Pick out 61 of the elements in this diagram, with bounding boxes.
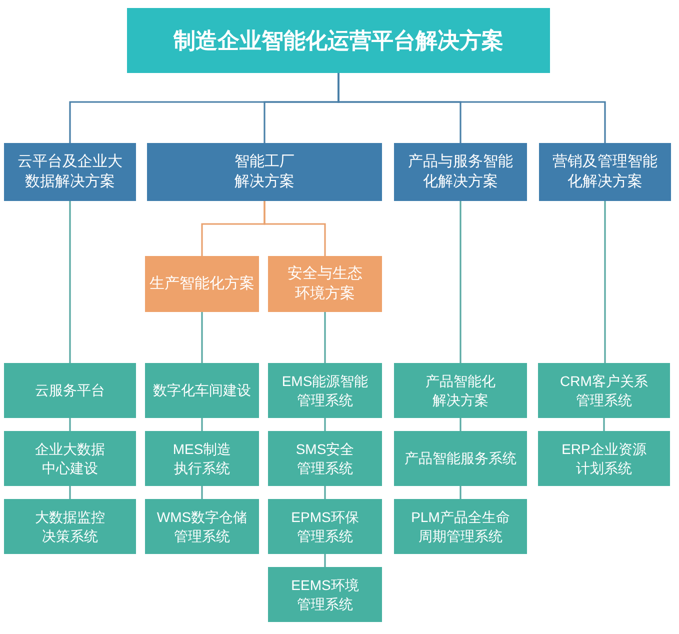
connector-line xyxy=(69,418,71,431)
box-label: 云平台及企业大数据解决方案 xyxy=(16,152,124,192)
system-box xyxy=(145,499,259,554)
connector-line xyxy=(69,486,71,499)
category-box xyxy=(4,143,136,201)
title-box xyxy=(127,8,550,73)
system-box xyxy=(145,431,259,486)
category-box xyxy=(394,143,527,201)
connector-line xyxy=(324,418,326,431)
system-box xyxy=(394,431,527,486)
box-label: 生产智能化方案 xyxy=(150,274,254,294)
connector-line xyxy=(324,486,326,499)
system-box xyxy=(268,567,382,622)
box-label: 企业大数据中心建设 xyxy=(34,440,106,477)
system-box xyxy=(394,499,527,554)
box-label: 产品智能服务系统 xyxy=(404,449,516,468)
box-label: 数字化车间建设 xyxy=(153,381,251,400)
system-box xyxy=(394,363,527,418)
box-label: 大数据监控决策系统 xyxy=(34,508,106,545)
system-box xyxy=(268,431,382,486)
box-label: 产品智能化解决方案 xyxy=(424,372,496,409)
system-box xyxy=(268,499,382,554)
connector-line xyxy=(460,201,462,363)
box-label: EPMS环保管理系统 xyxy=(290,508,360,545)
connector-line xyxy=(201,312,203,363)
box-label: ERP企业资源计划系统 xyxy=(560,440,648,477)
solution-box xyxy=(268,256,382,312)
box-label: 安全与生态环境方案 xyxy=(286,264,364,304)
connector-line xyxy=(460,418,462,431)
connector-line xyxy=(201,486,203,499)
category-box xyxy=(539,143,671,201)
box-label: 产品与服务智能化解决方案 xyxy=(407,152,514,192)
box-label: EEMS环境管理系统 xyxy=(290,576,360,613)
connector-line xyxy=(338,73,606,143)
box-label: PLM产品全生命周期管理系统 xyxy=(410,508,511,545)
box-label: 云服务平台 xyxy=(35,381,105,400)
system-box xyxy=(538,363,670,418)
connector-line xyxy=(264,201,326,256)
box-label: CRM客户关系管理系统 xyxy=(559,372,649,409)
box-label: 智能工厂解决方案 xyxy=(234,152,296,192)
connector-line xyxy=(604,201,606,363)
system-box xyxy=(4,363,136,418)
system-box xyxy=(145,363,259,418)
box-label: SMS安全管理系统 xyxy=(294,440,356,477)
box-label: EMS能源智能管理系统 xyxy=(280,372,370,409)
connector-line xyxy=(69,201,71,363)
box-label: 制造企业智能化运营平台解决方案 xyxy=(174,26,504,55)
connector-line xyxy=(603,418,605,431)
solution-box xyxy=(145,256,259,312)
connector-line xyxy=(460,486,462,499)
system-box xyxy=(4,499,136,554)
box-label: 营销及管理智能化解决方案 xyxy=(552,152,658,192)
system-box xyxy=(268,363,382,418)
connector-line xyxy=(324,554,326,567)
connector-line xyxy=(201,418,203,431)
system-box xyxy=(538,431,670,486)
connector-line xyxy=(324,312,326,363)
category-box xyxy=(147,143,382,201)
box-label: MES制造执行系统 xyxy=(172,440,232,477)
box-label: WMS数字仓储管理系统 xyxy=(156,508,248,545)
system-box xyxy=(4,431,136,486)
